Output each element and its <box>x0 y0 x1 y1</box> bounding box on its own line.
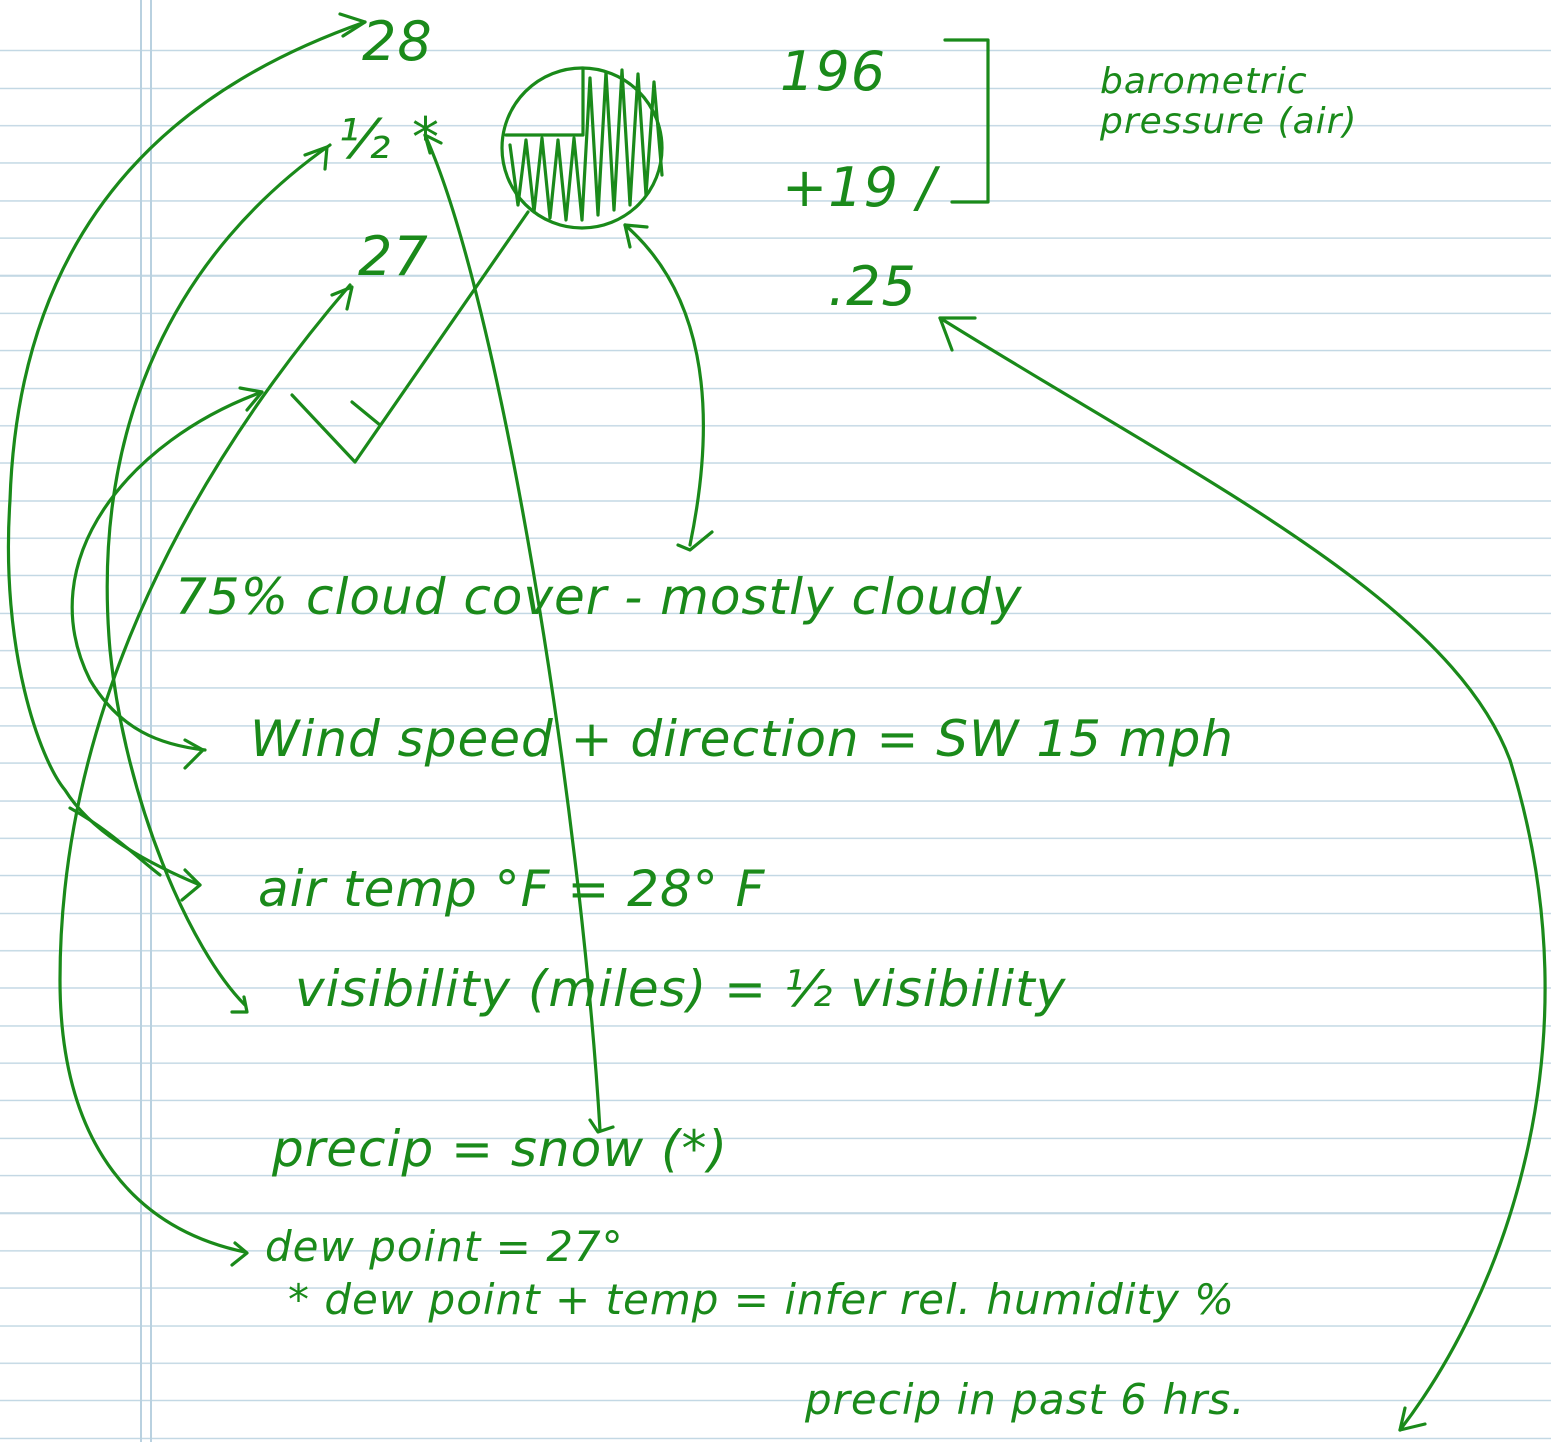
pressure-value: 196 <box>780 40 887 103</box>
dew-point-note: dew point = 27° <box>265 1222 624 1271</box>
wind-note: Wind speed + direction = SW 15 mph <box>250 710 1234 768</box>
precip-note: precip = snow (*) <box>272 1120 728 1178</box>
precip-amount-value: .25 <box>828 255 917 318</box>
pressure-bracket <box>943 38 990 204</box>
wind-barb-icon <box>290 210 530 464</box>
humidity-note: * dew point + temp = infer rel. humidity… <box>288 1275 1236 1324</box>
margin-line-right <box>150 0 152 1442</box>
snow-symbol: * <box>412 106 440 169</box>
cloud-cover-icon <box>500 66 664 230</box>
pressure-change-value: +19 / <box>782 156 937 219</box>
pressure-note: barometric pressure (air) <box>1100 61 1358 142</box>
cloud-cover-note: 75% cloud cover - mostly cloudy <box>175 568 1023 626</box>
precip-past-note: precip in past 6 hrs. <box>805 1375 1246 1424</box>
visibility-value: ½ <box>338 108 392 171</box>
temperature-value: 28 <box>362 10 433 73</box>
air-temp-note: air temp °F = 28° F <box>258 860 766 918</box>
visibility-note: visibility (miles) = ½ visibility <box>295 960 1067 1018</box>
dew-point-value: 27 <box>358 225 429 288</box>
margin-line-left <box>140 0 142 1442</box>
